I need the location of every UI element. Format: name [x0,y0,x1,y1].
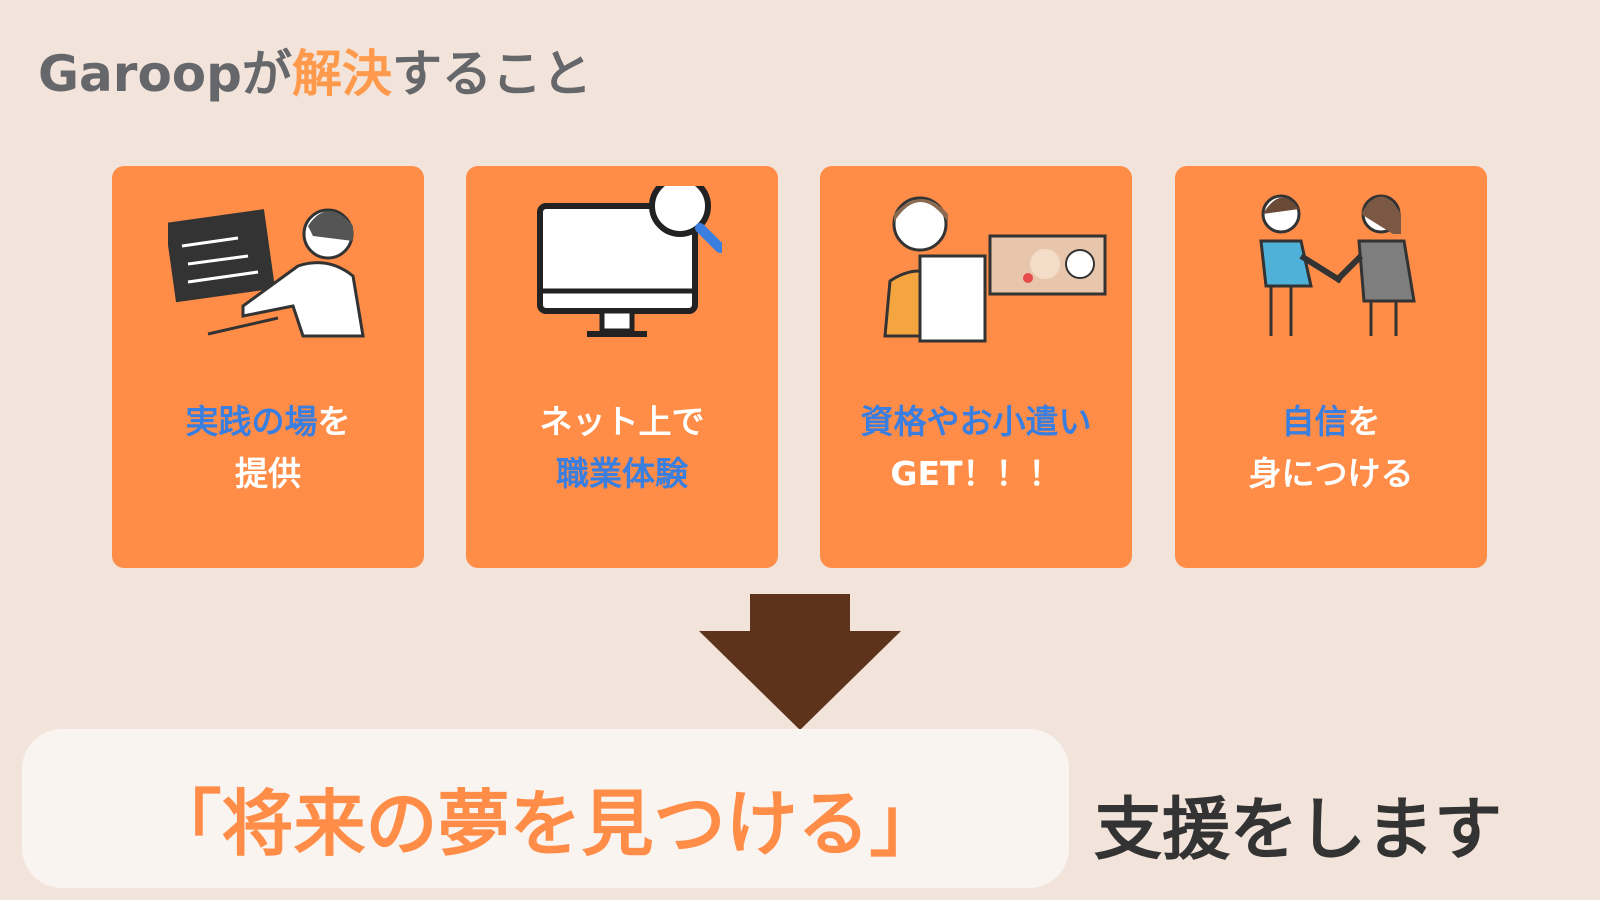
down-arrow-icon [699,594,901,730]
card-confidence: 自信を身につける [1175,166,1487,568]
title-highlight: 解決 [291,45,392,103]
card-1-blue: 実践の場 [185,402,318,441]
card-1-line2: 提供 [235,454,301,493]
card-3-line2: GET！！！ [890,454,1062,493]
title-prefix: Garoopが [38,45,292,103]
highlight-pill: 「将来の夢を見つける」 [22,729,1069,888]
card-4-white: を [1347,402,1381,441]
card-4-line2: 身につける [1248,454,1414,493]
card-2-blue: 職業体験 [556,454,688,493]
dream-text: 「将来の夢を見つける」 [149,782,942,866]
page-title: Garoopが解決すること [38,34,592,106]
monitor-search-icon [537,186,722,337]
handshake-icon [1259,194,1416,336]
certificate-money-icon [883,196,1107,343]
card-job-experience: ネット上で職業体験 [466,166,778,568]
person-coding-icon [168,208,365,338]
card-1-white: を [317,402,351,441]
card-2-line1: ネット上で [539,402,705,441]
card-practice: 実践の場を提供 [112,166,424,568]
card-certificate: 資格やお小遣い GET！！！ [820,166,1132,568]
support-text: 支援をします [1094,791,1503,870]
card-4-blue: 自信 [1281,402,1348,441]
title-suffix: すること [391,45,592,103]
card-3-blue: 資格やお小遣い [860,402,1092,441]
